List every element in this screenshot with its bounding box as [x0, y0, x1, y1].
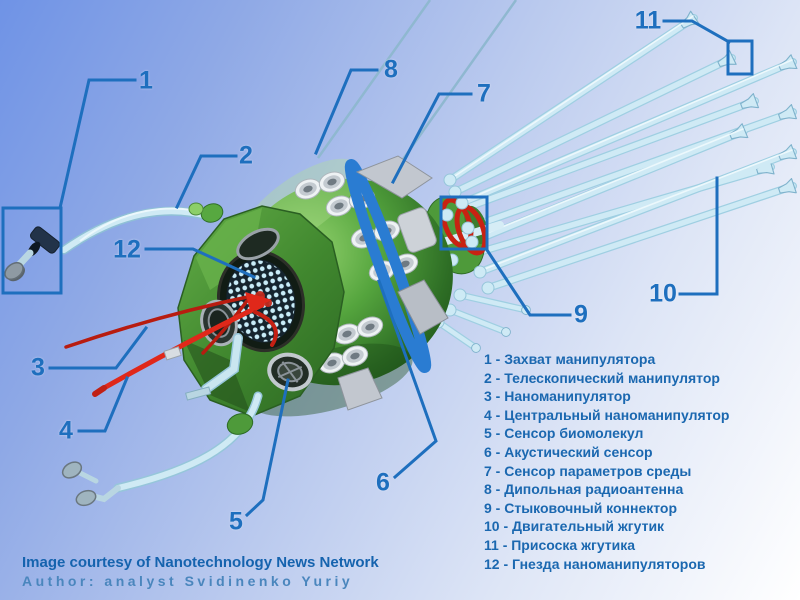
target-box-1: [1, 206, 63, 295]
legend-item: 9 - Стыковочный коннектор: [484, 499, 678, 516]
legend-item: 4 - Центральный наноманипулятор: [484, 406, 730, 423]
callout-line-9: [484, 247, 572, 317]
callout-line-5: [244, 378, 290, 518]
callout-line-10: [678, 176, 719, 296]
callout-number-10: 10: [649, 279, 677, 308]
callout-line-11: [662, 19, 732, 45]
callout-number-5: 5: [229, 507, 243, 536]
callout-line-7: [390, 92, 473, 185]
target-box-9: [439, 195, 489, 251]
legend: 1 - Захват манипулятора 2 - Телескопичес…: [484, 350, 784, 573]
callout-line-1: [58, 78, 137, 210]
socket-panel: [216, 249, 306, 353]
legend-item: 10 - Двигательный жгутик: [484, 518, 665, 535]
callout-number-4: 4: [59, 416, 73, 445]
telescopic-manipulator: [59, 202, 224, 255]
callout-number-11: 11: [634, 6, 662, 35]
credit-author: Author: analyst Svidinenko Yuriy: [22, 573, 354, 589]
credits: Image courtesy of Nanotechnology News Ne…: [22, 554, 379, 590]
legend-item: 7 - Сенсор параметров среды: [484, 462, 692, 479]
callout-line-4: [77, 376, 129, 433]
environment-sensor-flaps: [337, 155, 449, 411]
flagella-tubes: [434, 16, 793, 353]
legend-item: 2 - Телескопический манипулятор: [484, 369, 720, 386]
callout-line-6: [377, 279, 438, 480]
target-box-11: [726, 39, 754, 76]
callout-line-3: [48, 325, 149, 370]
callout-lines: [1, 19, 754, 518]
legend-item: 5 - Сенсор биомолекул: [484, 425, 644, 442]
nanomanipulator-arms: [64, 292, 278, 397]
callout-line-12: [144, 247, 256, 279]
legend-item: 6 - Акустический сенсор: [484, 443, 653, 460]
legend-item: 8 - Дипольная радиоантенна: [484, 481, 684, 498]
callout-number-3: 3: [31, 353, 45, 382]
manipulator-grab: [4, 226, 61, 282]
callout-number-6: 6: [376, 468, 390, 497]
lower-manipulator: [61, 333, 263, 507]
callout-number-1: 1: [139, 66, 153, 95]
callout-line-2: [175, 154, 238, 209]
blue-ring-band: [344, 158, 432, 374]
callout-line-8: [314, 68, 379, 155]
legend-item: 11 - Присоска жгутика: [484, 536, 636, 553]
callout-number-2: 2: [239, 141, 253, 170]
legend-item: 1 - Захват манипулятора: [484, 351, 656, 367]
callout-number-7: 7: [477, 79, 491, 108]
callout-number-12: 12: [113, 235, 141, 264]
legend-item: 12 - Гнезда наноманипуляторов: [484, 555, 706, 572]
credit-source: Image courtesy of Nanotechnology News Ne…: [22, 554, 379, 571]
callout-number-9: 9: [574, 300, 588, 329]
callout-number-8: 8: [384, 55, 398, 84]
legend-item: 3 - Наноманипулятор: [484, 388, 631, 405]
